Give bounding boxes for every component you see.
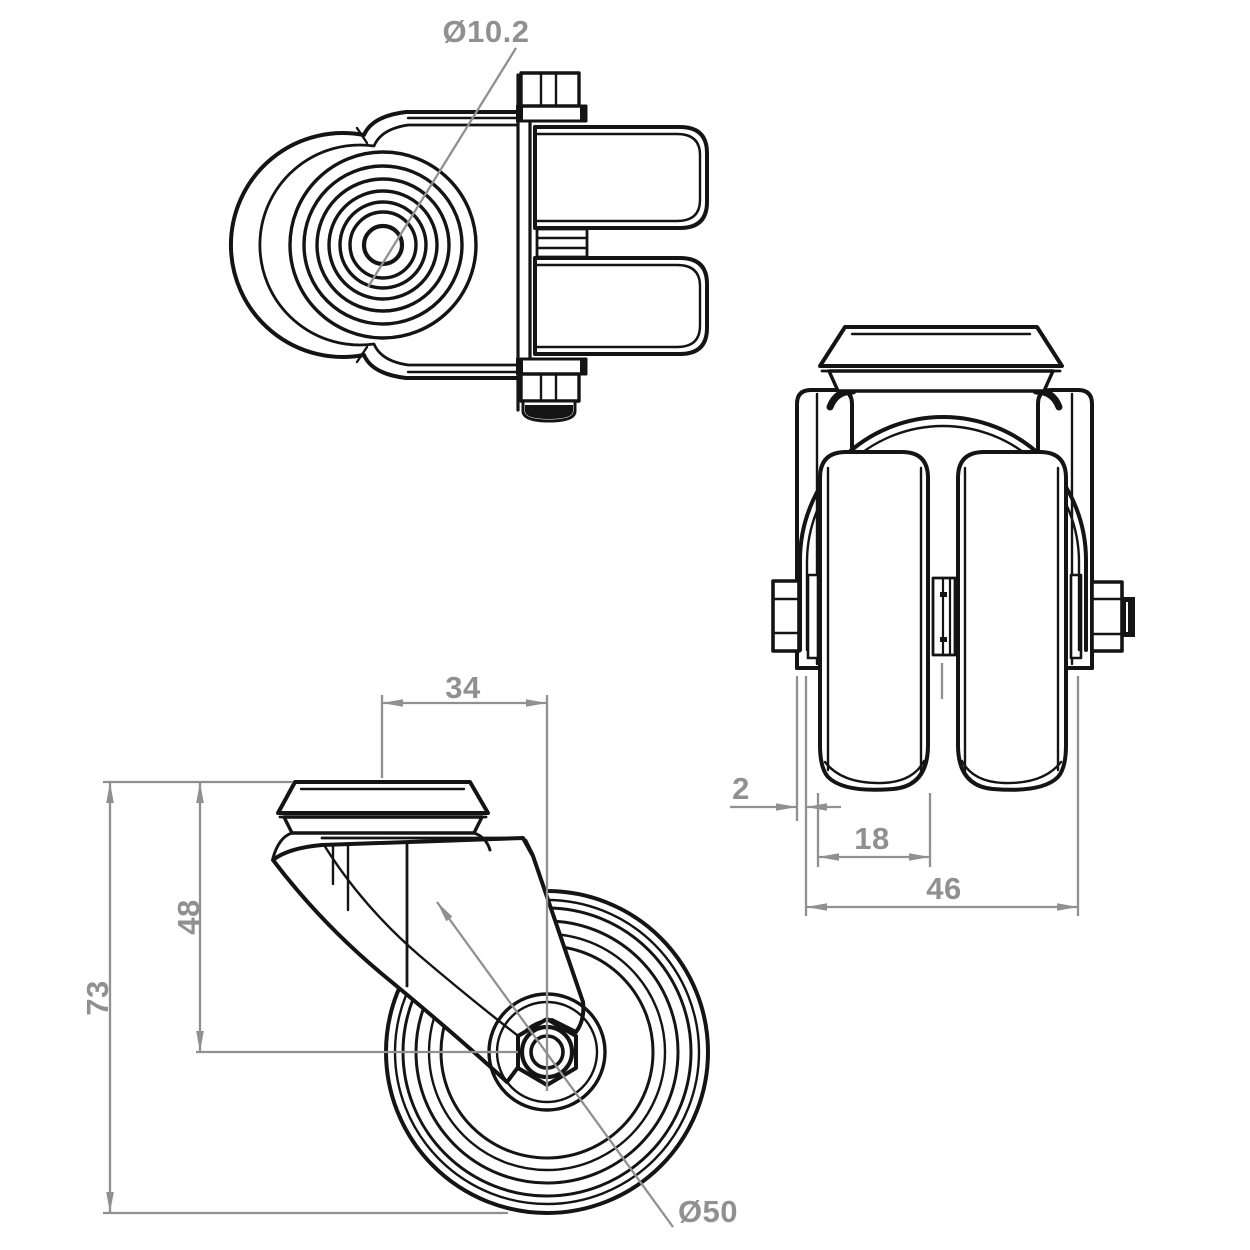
fork-leg-left bbox=[795, 388, 854, 670]
dim-label-mount-height: 48 bbox=[171, 899, 206, 934]
bolt-hole-circle bbox=[361, 223, 405, 267]
wheel-right bbox=[956, 450, 1068, 792]
leader-wheel-diameter bbox=[436, 901, 674, 1228]
dimension-arrows bbox=[106, 699, 1078, 1213]
axle-nut-bottom bbox=[516, 357, 588, 423]
axle-spacer bbox=[535, 227, 589, 259]
dim-label-clearance: 2 bbox=[732, 771, 750, 806]
view-front bbox=[771, 325, 1135, 792]
thread-stub bbox=[1122, 597, 1135, 637]
hex-head bbox=[519, 71, 581, 108]
wheel-pair-edge bbox=[533, 125, 709, 356]
axle-boss bbox=[1069, 573, 1083, 660]
swivel-race-circles bbox=[288, 150, 478, 340]
axle-boss bbox=[806, 573, 820, 660]
leader-hole-diameter bbox=[367, 47, 517, 288]
dimension-annotations: Ø10.2 2 18 46 34 48 73 Ø50 bbox=[80, 14, 1080, 1229]
top-plate-side bbox=[271, 780, 492, 860]
fork-bracket-outline bbox=[229, 110, 520, 380]
top-plate bbox=[818, 325, 1064, 393]
view-plan bbox=[229, 71, 709, 423]
wheel-left bbox=[818, 450, 930, 792]
dim-label-wheel-diameter: Ø50 bbox=[678, 1194, 738, 1229]
dim-label-hole-diameter: Ø10.2 bbox=[443, 14, 530, 49]
fork-leg-right bbox=[1036, 388, 1094, 670]
dim-label-plate-offset: 34 bbox=[445, 670, 481, 705]
view-side bbox=[271, 780, 710, 1215]
axle-bolt-head bbox=[771, 579, 801, 653]
dim-label-overall-width: 46 bbox=[926, 871, 961, 906]
center-spacer bbox=[931, 576, 957, 657]
axle-nut bbox=[1090, 580, 1135, 653]
dim-label-overall-height: 73 bbox=[80, 980, 115, 1015]
hex-nut bbox=[519, 372, 581, 403]
axle-bolt-top bbox=[516, 71, 588, 123]
dim-label-wheel-width: 18 bbox=[854, 821, 889, 856]
